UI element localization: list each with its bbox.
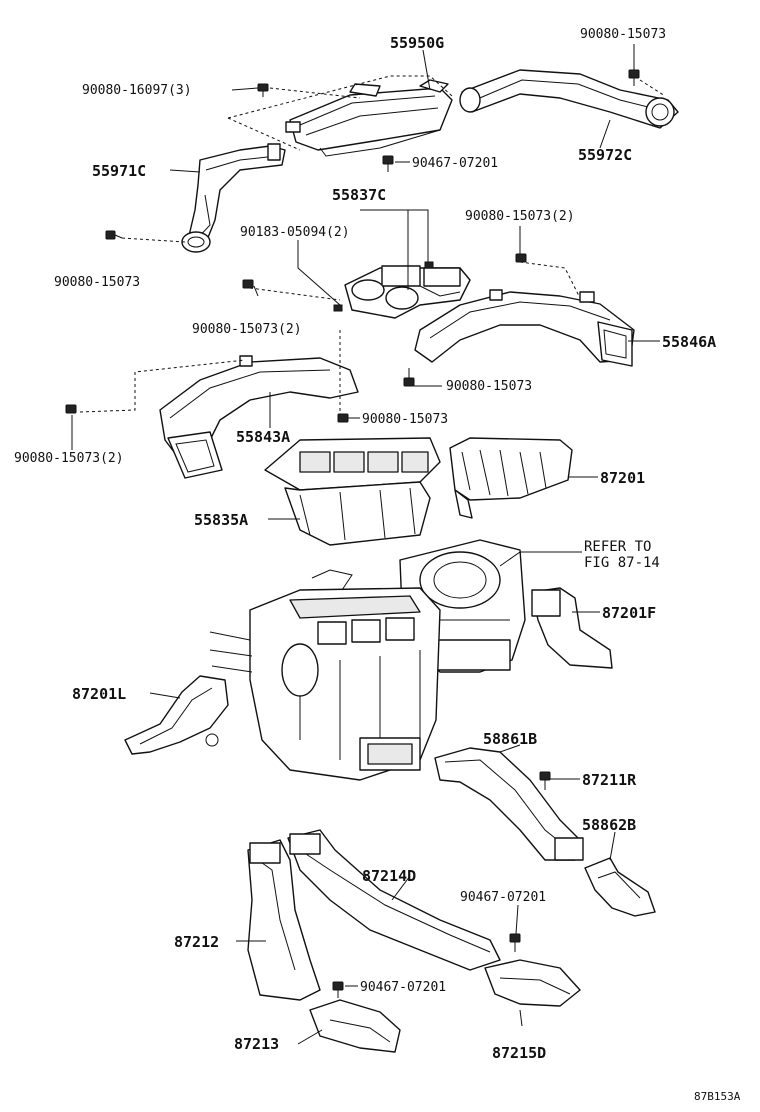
label-58862B: 58862B [582,816,636,834]
label-55972C: 55972C [578,146,632,164]
label-87215D: 87215D [492,1044,546,1062]
label-90080-15073-top: 90080-15073 [580,27,666,42]
label-90080-16097: 90080-16097(3) [82,83,192,98]
label-87214D: 87214D [362,867,416,885]
label-87201F: 87201F [602,604,656,622]
label-87213: 87213 [234,1035,279,1053]
duct-87214D [287,829,501,971]
filter-case-55835A [264,437,441,546]
duct-87212 [247,839,321,1001]
screw-icon [509,933,521,952]
duct-58862B [584,857,656,917]
rear-duct-55846A [414,289,635,367]
screw-icon [515,253,527,263]
label-90080-15073-left: 90080-15073 [54,275,140,290]
label-refer-to: REFER TO [584,539,651,555]
diagram-code: 87B153A [694,1090,741,1103]
leader-lines [71,44,660,1045]
label-90467-07201-bottom: 90467-07201 [360,980,446,995]
label-fig-87-14: FIG 87-14 [584,555,660,571]
rear-duct-55843A [159,355,359,479]
duct-87201F [531,587,613,669]
bolt-icon [257,83,269,97]
label-58861B: 58861B [483,730,537,748]
side-duct-55971C [181,143,286,253]
heater-unit [209,569,441,781]
duct-87201L [124,675,229,755]
side-duct-55972C [459,69,679,129]
screw-icon [539,771,551,790]
label-55846A: 55846A [662,333,716,351]
label-87201L: 87201L [72,685,126,703]
label-90467-07201-top: 90467-07201 [412,156,498,171]
label-90467-07201-right: 90467-07201 [460,890,546,905]
label-90183-05094: 90183-05094(2) [240,225,350,240]
screw-icon [105,230,123,240]
label-90080-15073-2-mid: 90080-15073(2) [192,322,302,337]
label-55950G: 55950G [390,34,444,52]
label-87211R: 87211R [582,771,637,789]
center-duct-55837C [344,265,471,319]
screw-icon [628,69,640,86]
label-87201: 87201 [600,469,645,487]
duct-87215D [484,959,581,1007]
clip-icon [333,261,434,312]
label-90080-15073-mid-right: 90080-15073 [446,379,532,394]
dash-55950G [227,75,453,119]
screw-icon [403,368,415,387]
filter-87201 [449,437,573,519]
label-55843A: 55843A [236,428,290,446]
label-90080-15073-2-left: 90080-15073(2) [14,451,124,466]
label-55835A: 55835A [194,511,248,529]
screw-icon [332,981,344,998]
label-90080-15073-center: 90080-15073 [362,412,448,427]
label-55837C: 55837C [332,186,386,204]
duct-58861B [434,747,584,861]
defroster-nozzle-55950G [285,79,453,157]
screw-icon [382,155,394,172]
duct-87213 [309,999,401,1053]
screw-icon [65,279,349,423]
label-87212: 87212 [174,933,219,951]
label-55971C: 55971C [92,162,146,180]
label-90080-15073-2-right: 90080-15073(2) [465,209,575,224]
